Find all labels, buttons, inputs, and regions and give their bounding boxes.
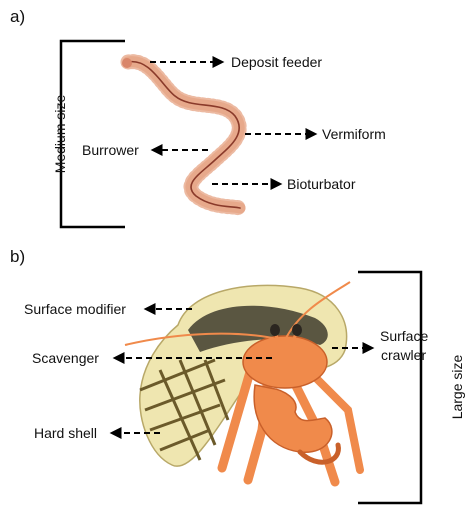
worm-bristles — [120, 54, 248, 216]
medium-size-bracket — [59, 39, 125, 229]
shell-pattern — [139, 358, 230, 461]
worm-head — [122, 58, 132, 68]
crab-leg — [306, 368, 364, 474]
trait-hard-shell: Hard shell — [34, 425, 97, 441]
trait-bioturbator: Bioturbator — [287, 176, 356, 192]
trait-surface-crawler-line1: Surface — [380, 328, 428, 344]
crab-eye — [292, 324, 302, 336]
trait-vermiform: Vermiform — [322, 126, 386, 142]
crab-claw — [253, 384, 333, 453]
crab-body — [242, 335, 328, 389]
crab-pincer — [297, 442, 341, 465]
trait-surface-modifier: Surface modifier — [24, 301, 126, 317]
worm-illustration — [120, 54, 248, 216]
crab-leg — [217, 367, 255, 473]
trait-deposit-feeder: Deposit feeder — [231, 54, 322, 70]
hermit-crab-illustration — [124, 281, 364, 487]
crab-antenna — [124, 332, 283, 346]
trait-scavenger: Scavenger — [32, 350, 99, 366]
large-size-bracket — [358, 270, 423, 505]
worm-stripe — [127, 60, 241, 209]
medium-size-label: Medium size — [52, 95, 68, 174]
panel-b-letter: b) — [10, 247, 25, 266]
trait-surface-crawler-line2: crawler — [381, 347, 426, 363]
panel-a-letter: a) — [10, 7, 25, 26]
crab-eye — [270, 324, 280, 336]
trait-burrower: Burrower — [82, 142, 139, 158]
crab-antenna — [284, 281, 351, 341]
large-size-label: Large size — [449, 354, 465, 419]
shell-aperture — [188, 305, 328, 352]
